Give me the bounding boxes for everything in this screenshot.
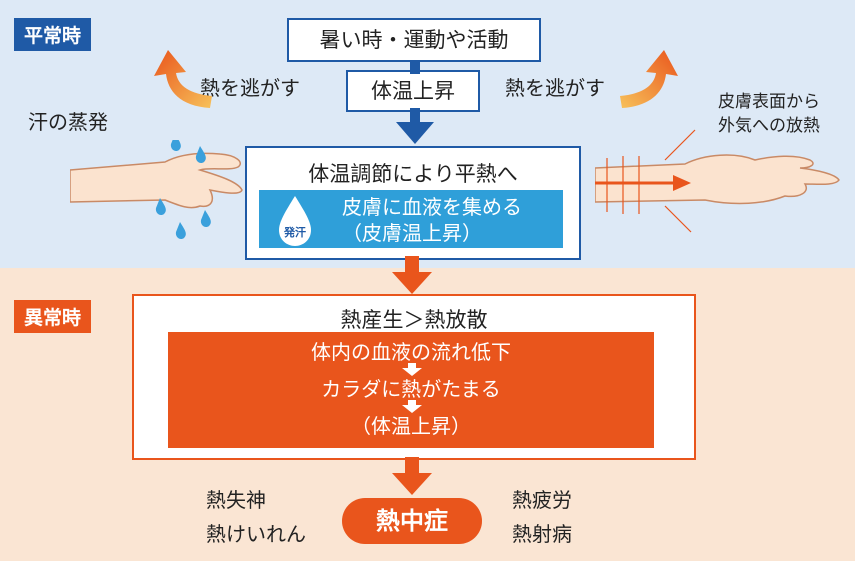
heat-release-arrow-right-icon <box>620 50 678 108</box>
sweat-drops-icon <box>155 140 211 240</box>
regulation-title: 体温調節により平熱へ <box>308 162 518 186</box>
small-down-arrow-2 <box>402 400 422 413</box>
abnormal-line-2: カラダに熱がたまる <box>321 377 501 401</box>
skin-heat-label-line-1: 皮膚表面から <box>718 92 820 112</box>
abnormal-detail-box: 体内の血液の流れ低下 カラダに熱がたまる （体温上昇） <box>168 332 654 448</box>
condition-heat-cramps: 熱けいれん <box>206 522 306 546</box>
blood-line-2: （皮膚温上昇） <box>342 221 482 245</box>
small-down-arrow-1 <box>402 363 422 376</box>
heat-balance-label: 熱産生＞熱放散 <box>340 308 488 332</box>
condition-heat-exhaustion: 熱疲労 <box>512 488 572 512</box>
down-arrow-blue <box>396 60 434 144</box>
normal-tag: 平常時 <box>14 18 92 51</box>
skin-heat-label: 皮膚表面から 外気への放熱 <box>718 90 820 138</box>
condition-heat-syncope: 熱失神 <box>206 488 266 512</box>
heatstroke-pill: 熱中症 <box>342 498 482 544</box>
heat-ticks-icon <box>606 129 696 233</box>
sweat-drop-icon <box>279 196 311 246</box>
right-arm-illustration <box>595 129 840 233</box>
condition-heat-stroke: 熱射病 <box>512 522 572 546</box>
skin-heat-label-line-2: 外気への放熱 <box>718 116 820 136</box>
release-right-label: 熱を逃がす <box>505 76 605 100</box>
blood-line-1: 皮膚に血液を集める <box>342 195 522 219</box>
sweat-evaporation-label: 汗の蒸発 <box>28 110 108 134</box>
abnormal-tag: 異常時 <box>14 300 92 333</box>
blood-to-skin-box <box>259 190 563 248</box>
abnormal-line-3: （体温上昇） <box>351 414 471 438</box>
down-arrow-orange-1 <box>392 256 432 294</box>
left-arm-illustration <box>70 140 243 240</box>
heat-release-arrow-left-icon <box>154 50 212 108</box>
abnormal-line-1: 体内の血液の流れ低下 <box>311 340 511 364</box>
sweat-icon-label: 発汗 <box>284 226 306 239</box>
blood-text: 皮膚に血液を集める （皮膚温上昇） <box>342 194 522 246</box>
down-arrow-orange-2 <box>392 457 432 495</box>
release-left-label: 熱を逃がす <box>200 76 300 100</box>
